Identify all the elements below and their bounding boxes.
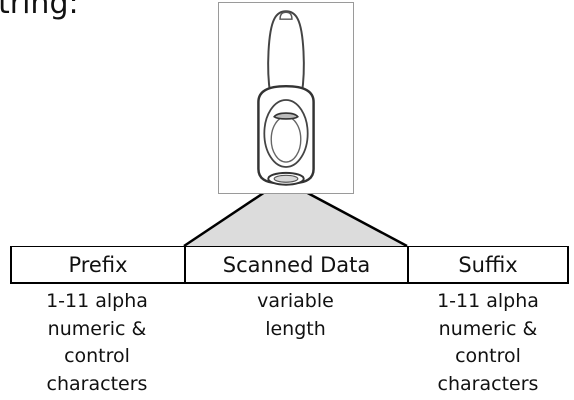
scan-beam-left-edge	[183, 188, 269, 248]
scanner-handle	[267, 10, 305, 95]
scan-beam-fill	[184, 190, 407, 246]
suffix-cell: Suffix	[458, 252, 518, 277]
prefix-description-line: characters	[46, 372, 148, 395]
scanned-data-description-line: variable	[257, 290, 334, 312]
scanner-tip	[279, 11, 293, 20]
message-format-table: Prefix Scanned Data Suffix	[10, 246, 569, 284]
scanned-data-description: variable length	[184, 288, 407, 343]
prefix-description-line: 1-11 alpha	[46, 290, 148, 312]
barcode-scanner-icon	[257, 10, 315, 186]
suffix-description-line: numeric &	[438, 317, 538, 340]
scanned-data-description-line: length	[265, 317, 326, 340]
scanner-trigger-inner	[270, 116, 302, 163]
prefix-description-line: control	[64, 345, 130, 367]
suffix-description-line: 1-11 alpha	[437, 290, 539, 312]
scanned-data-cell: Scanned Data	[186, 247, 409, 282]
prefix-description: 1-11 alpha numeric & control characters	[10, 288, 184, 398]
prefix-description-line: numeric &	[47, 317, 147, 340]
suffix-description-line: control	[455, 345, 521, 367]
scanner-window	[273, 174, 299, 183]
page-heading-fragment: tring:	[0, 0, 79, 21]
scan-beam-right-edge	[301, 188, 408, 248]
scanner-trigger-slot	[273, 112, 299, 120]
suffix-description: 1-11 alpha numeric & control characters	[407, 288, 569, 398]
scanner-illustration	[218, 2, 354, 194]
prefix-cell: Prefix	[12, 247, 186, 282]
suffix-description-line: characters	[437, 372, 539, 395]
